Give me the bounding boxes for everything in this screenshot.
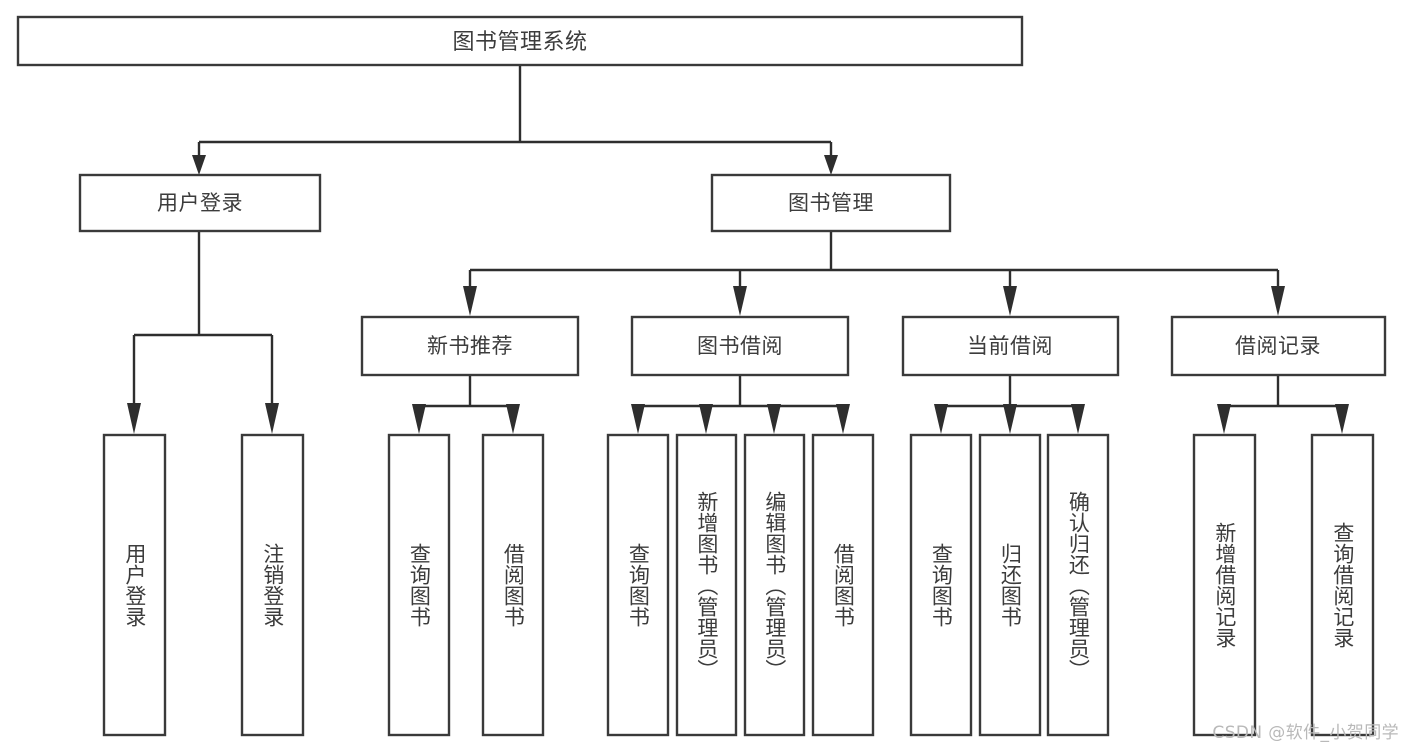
arrow-leaf-borrow-book-1 <box>506 404 520 434</box>
node-book-manage-label: 图书管理 <box>788 191 874 215</box>
node-book-manage-box[interactable] <box>710 173 952 233</box>
node-layer: 图书管理系统 用户登录 图书管理 新书推荐 图书借阅 当前 <box>16 15 1387 737</box>
node-book-borrow-label: 图书借阅 <box>697 334 783 358</box>
node-root-box[interactable] <box>16 15 1024 67</box>
leaf-borrow-book-2[interactable] <box>811 433 875 737</box>
leaf-borrow-book-2-box[interactable] <box>811 433 875 737</box>
arrow-leaf-edit-book <box>767 404 781 434</box>
arrow-to-book-borrow <box>733 286 747 316</box>
arrow-leaf-add-record <box>1217 404 1231 434</box>
arrow-leaf-add-book <box>699 404 713 434</box>
arrow-leaf-query-record <box>1335 404 1349 434</box>
leaf-confirm-return[interactable] <box>1046 433 1110 737</box>
leaf-query-record[interactable] <box>1310 433 1375 737</box>
leaf-query-book-2[interactable] <box>606 433 670 737</box>
leaf-logout-box[interactable] <box>240 433 305 737</box>
leaf-borrow-book-1-box[interactable] <box>481 433 545 737</box>
leaf-query-book-1[interactable] <box>387 433 451 737</box>
leaf-return-book[interactable] <box>978 433 1042 737</box>
edge-layer <box>127 66 1349 434</box>
node-book-borrow[interactable]: 图书借阅 <box>630 315 850 377</box>
node-borrow-record-box[interactable] <box>1170 315 1387 377</box>
leaf-borrow-book-1[interactable] <box>481 433 545 737</box>
arrow-leaf-borrow-book-2 <box>836 404 850 434</box>
node-user-login-label: 用户登录 <box>157 191 243 215</box>
leaf-logout[interactable] <box>240 433 305 737</box>
leaf-add-book-box[interactable] <box>675 433 738 737</box>
arrow-leaf-logout <box>265 403 279 434</box>
node-borrow-record-label: 借阅记录 <box>1235 334 1321 358</box>
leaf-query-book-1-box[interactable] <box>387 433 451 737</box>
arrow-leaf-query-book-2 <box>631 404 645 434</box>
leaf-user-login[interactable] <box>102 433 167 737</box>
node-new-book-rec-label: 新书推荐 <box>427 334 513 358</box>
leaf-query-book-3[interactable] <box>909 433 973 737</box>
leaf-add-record-box[interactable] <box>1192 433 1257 737</box>
arrow-to-new-book-rec <box>463 286 477 316</box>
leaf-add-record[interactable] <box>1192 433 1257 737</box>
node-new-book-rec-box[interactable] <box>360 315 580 377</box>
arrow-leaf-confirm-return <box>1071 404 1085 434</box>
arrow-to-user-login <box>192 155 206 175</box>
leaf-return-book-box[interactable] <box>978 433 1042 737</box>
leaf-query-book-2-box[interactable] <box>606 433 670 737</box>
csdn-watermark: CSDN @软件_小贺同学 <box>1212 723 1399 743</box>
node-book-borrow-box[interactable] <box>630 315 850 377</box>
node-user-login[interactable]: 用户登录 <box>78 173 322 233</box>
node-current-borrow-box[interactable] <box>901 315 1120 377</box>
node-current-borrow-label: 当前借阅 <box>967 334 1053 358</box>
arrow-leaf-return-book <box>1003 404 1017 434</box>
leaf-edit-book-box[interactable] <box>743 433 806 737</box>
node-book-manage[interactable]: 图书管理 <box>710 173 952 233</box>
leaf-add-book[interactable] <box>675 433 738 737</box>
arrow-to-current-borrow <box>1003 286 1017 316</box>
node-root[interactable]: 图书管理系统 <box>16 15 1024 67</box>
leaf-confirm-return-box[interactable] <box>1046 433 1110 737</box>
node-user-login-box[interactable] <box>78 173 322 233</box>
node-borrow-record[interactable]: 借阅记录 <box>1170 315 1387 377</box>
node-root-label: 图书管理系统 <box>452 30 587 55</box>
arrow-leaf-query-book-1 <box>412 404 426 434</box>
arrow-to-borrow-record <box>1271 286 1285 316</box>
arrow-to-book-manage <box>824 155 838 175</box>
node-current-borrow[interactable]: 当前借阅 <box>901 315 1120 377</box>
leaf-edit-book[interactable] <box>743 433 806 737</box>
node-new-book-rec[interactable]: 新书推荐 <box>360 315 580 377</box>
arrow-leaf-query-book-3 <box>934 404 948 434</box>
leaf-query-record-box[interactable] <box>1310 433 1375 737</box>
leaf-user-login-box[interactable] <box>102 433 167 737</box>
arrow-leaf-user-login <box>127 403 141 434</box>
leaf-query-book-3-box[interactable] <box>909 433 973 737</box>
